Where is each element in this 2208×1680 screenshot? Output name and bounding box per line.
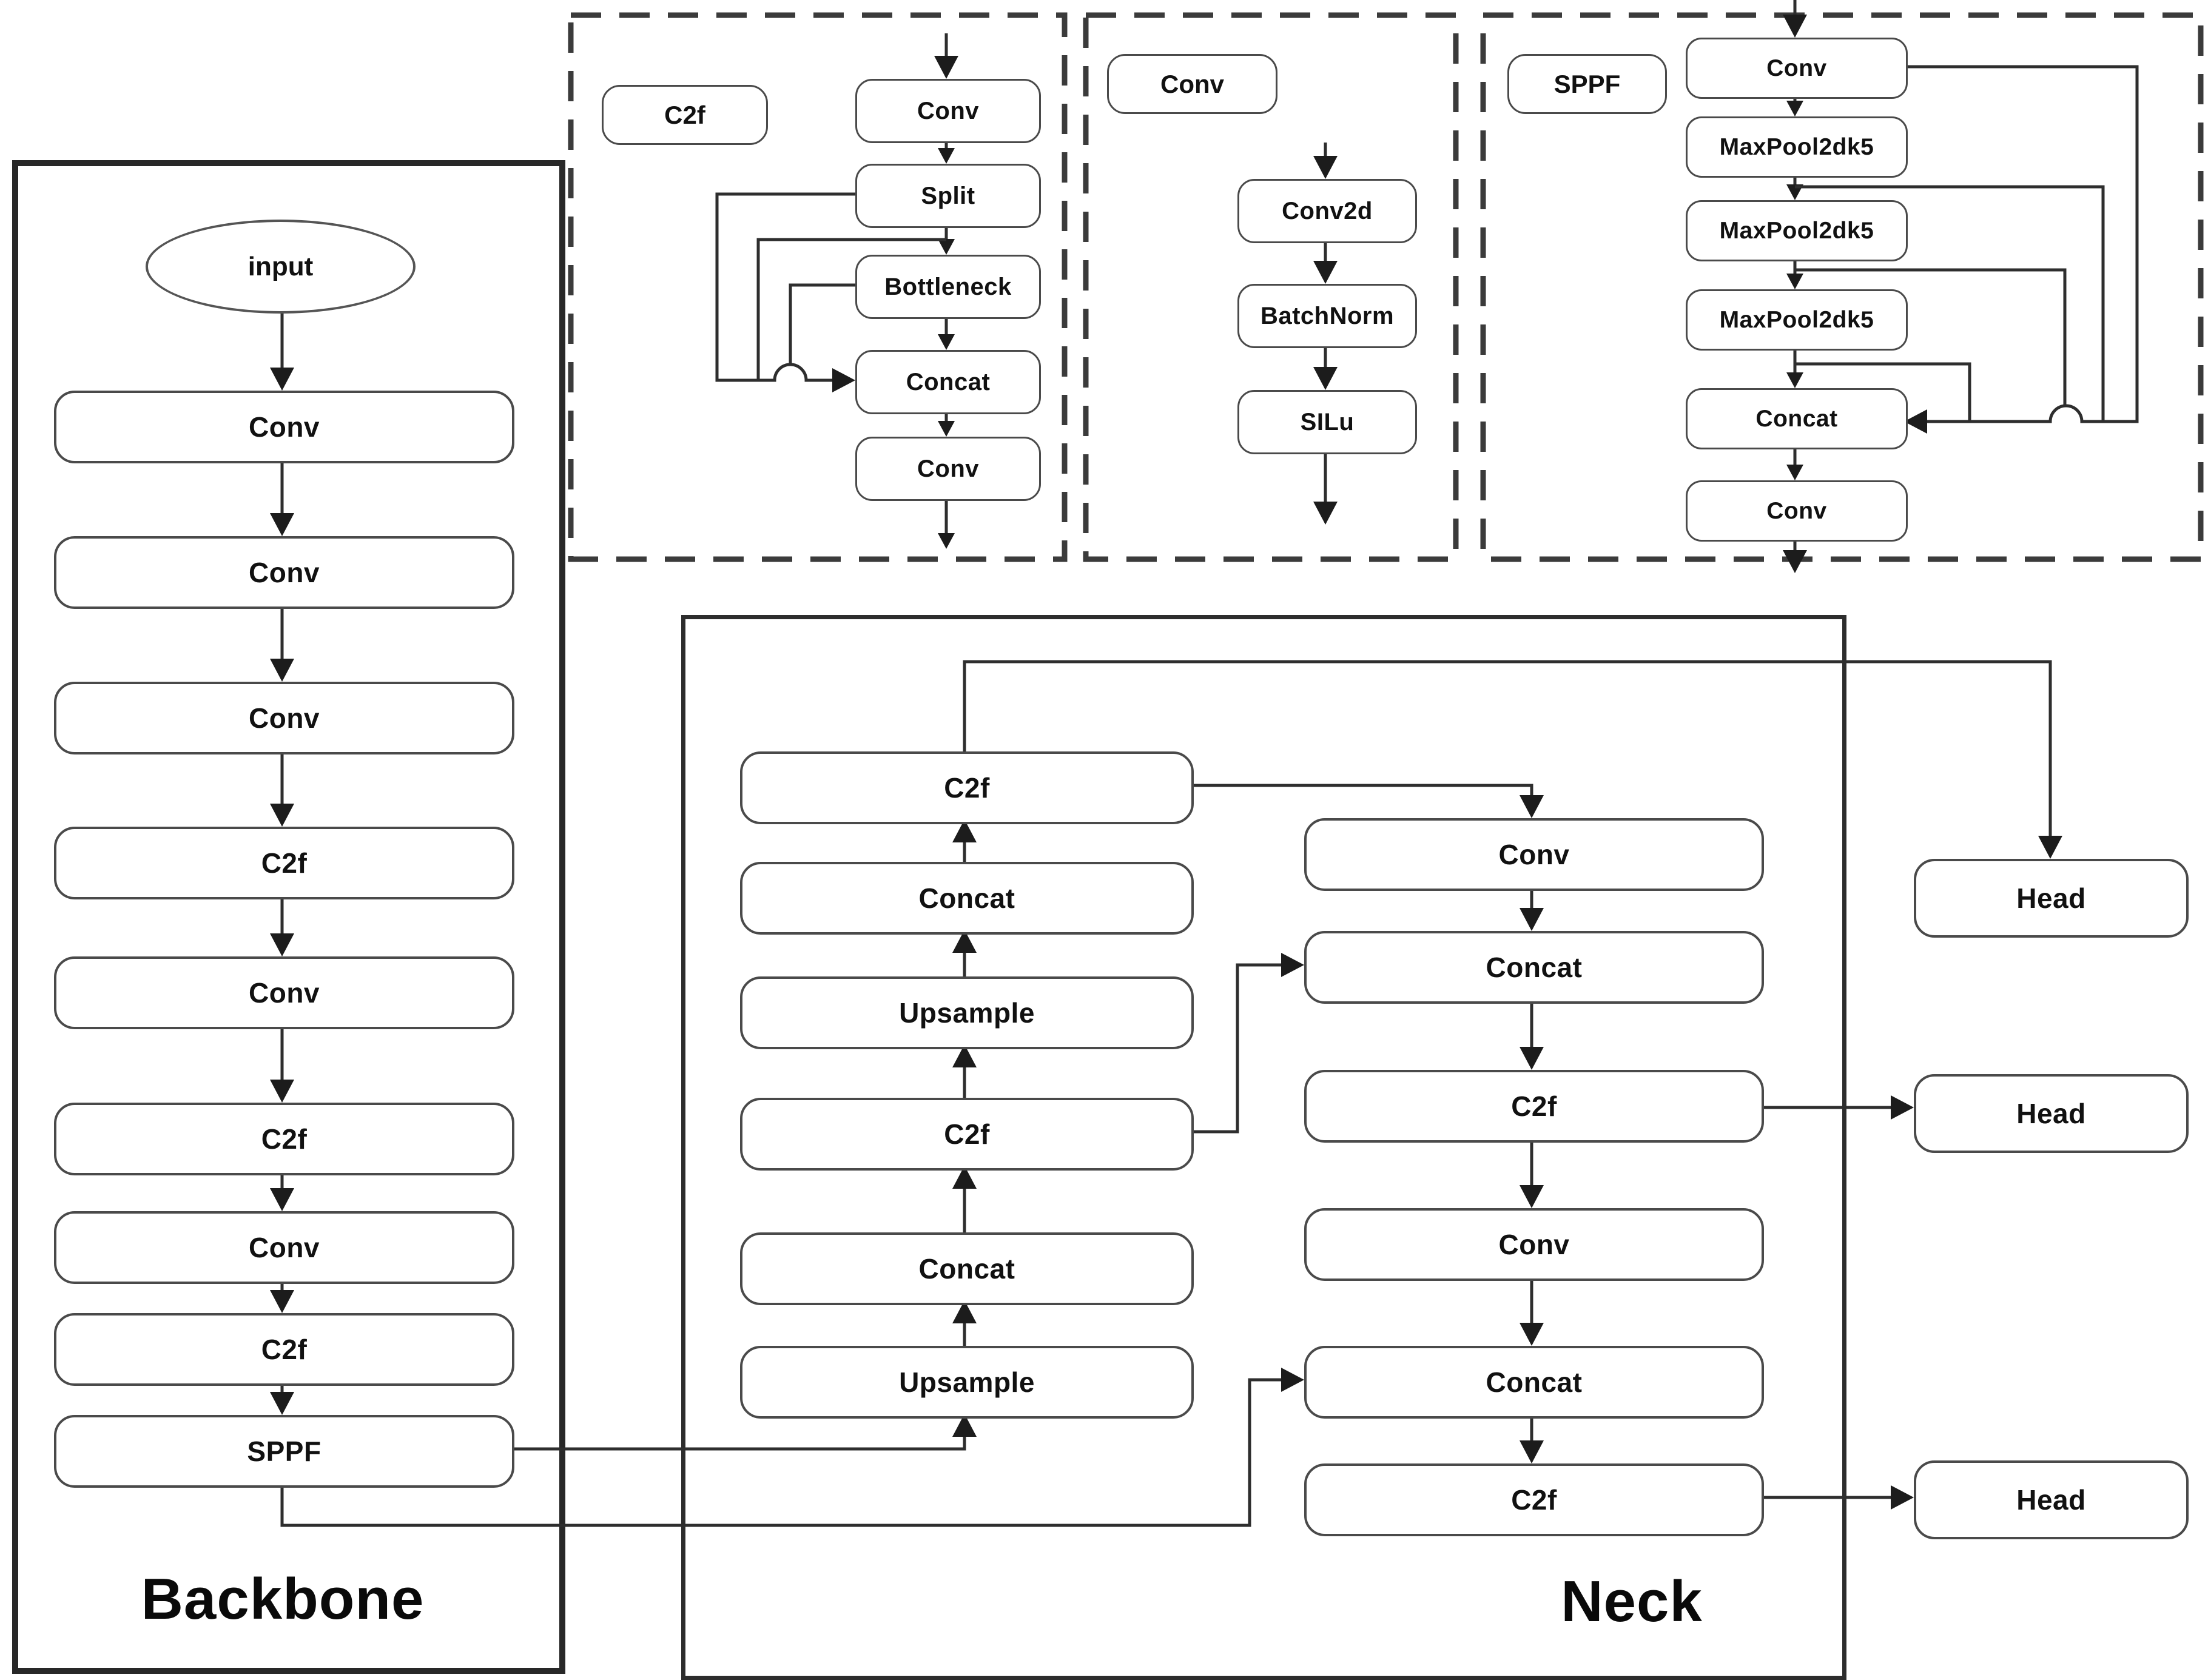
c2f-detail-label: C2f xyxy=(602,85,768,145)
neck-node-concat-1: Concat xyxy=(1304,931,1764,1004)
sppf-detail-dashed-border xyxy=(1480,12,2204,562)
backbone-node-conv-5: Conv xyxy=(54,1211,514,1284)
sppf-detail-maxpool-3: MaxPool2dk5 xyxy=(1686,289,1908,351)
backbone-node-conv-1: Conv xyxy=(54,391,514,463)
backbone-node-c2f-2: C2f xyxy=(54,1103,514,1175)
sppf-detail-maxpool-2: MaxPool2dk5 xyxy=(1686,200,1908,261)
conv-detail-label: Conv xyxy=(1107,54,1277,114)
c2f-detail-conv-2: Conv xyxy=(855,437,1041,501)
sppf-detail-conv-1: Conv xyxy=(1686,38,1908,99)
head-node-mid: Head xyxy=(1914,1074,2189,1153)
backbone-node-c2f-3: C2f xyxy=(54,1313,514,1386)
mid-c2f-to-concat-connector xyxy=(1189,953,1304,1134)
input-node: input xyxy=(146,220,416,314)
sppf-to-upsample-connector xyxy=(510,1414,977,1451)
backbone-node-c2f-1: C2f xyxy=(54,827,514,899)
sppf-detail-maxpool-1: MaxPool2dk5 xyxy=(1686,116,1908,178)
sppf-detail-arrows xyxy=(1783,0,2139,573)
neck-node-c2f-top: C2f xyxy=(740,751,1194,824)
conv-detail-dashed-border xyxy=(1083,12,1459,562)
conv-detail-arrows xyxy=(1313,143,1338,525)
top-c2f-to-conv-connector xyxy=(1189,784,1544,818)
backbone-node-conv-3: Conv xyxy=(54,682,514,754)
backbone-node-conv-4: Conv xyxy=(54,956,514,1029)
backbone-container xyxy=(12,160,565,1674)
c2f-detail-arrows xyxy=(715,33,958,549)
conv-detail-conv2d: Conv2d xyxy=(1237,179,1417,243)
backbone-node-conv-2: Conv xyxy=(54,536,514,609)
sppf-detail-concat: Concat xyxy=(1686,388,1908,449)
c2f-to-head-bottom-connector xyxy=(1759,1485,1914,1510)
c2f-to-head-mid-connector xyxy=(1759,1095,1914,1120)
neck-node-concat-upper: Concat xyxy=(740,862,1194,935)
neck-node-c2f-2: C2f xyxy=(1304,1463,1764,1536)
neck-node-concat-lower: Concat xyxy=(740,1232,1194,1305)
neck-right-flow-arrows xyxy=(1520,886,1544,1463)
neck-node-conv-2: Conv xyxy=(1304,1208,1764,1281)
neck-node-upsample-upper: Upsample xyxy=(740,976,1194,1049)
sppf-detail-label: SPPF xyxy=(1507,54,1667,114)
conv-detail-batchnorm: BatchNorm xyxy=(1237,284,1417,348)
neck-node-conv-1: Conv xyxy=(1304,818,1764,891)
neck-node-c2f-mid: C2f xyxy=(740,1098,1194,1171)
neck-title: Neck xyxy=(1561,1569,1703,1634)
c2f-detail-bottleneck: Bottleneck xyxy=(855,255,1041,319)
top-c2f-to-head-connector xyxy=(963,660,2062,859)
neck-left-flow-arrows xyxy=(952,819,977,1346)
backbone-node-sppf: SPPF xyxy=(54,1415,514,1488)
neck-node-upsample-lower: Upsample xyxy=(740,1346,1194,1419)
c2f-detail-split: Split xyxy=(855,164,1041,228)
backbone-flow-arrows xyxy=(270,309,294,1415)
neck-node-c2f-1: C2f xyxy=(1304,1070,1764,1143)
sppf-detail-conv-2: Conv xyxy=(1686,480,1908,542)
c2f-detail-dashed-border xyxy=(568,12,1068,562)
head-node-top: Head xyxy=(1914,859,2189,938)
neck-node-concat-2: Concat xyxy=(1304,1346,1764,1419)
c2f-detail-concat: Concat xyxy=(855,350,1041,414)
c2f-detail-conv-1: Conv xyxy=(855,79,1041,143)
conv-detail-silu: SILu xyxy=(1237,390,1417,454)
backbone-title: Backbone xyxy=(141,1567,425,1631)
sppf-to-bottom-concat-connector xyxy=(280,1368,1304,1527)
head-node-bottom: Head xyxy=(1914,1460,2189,1539)
